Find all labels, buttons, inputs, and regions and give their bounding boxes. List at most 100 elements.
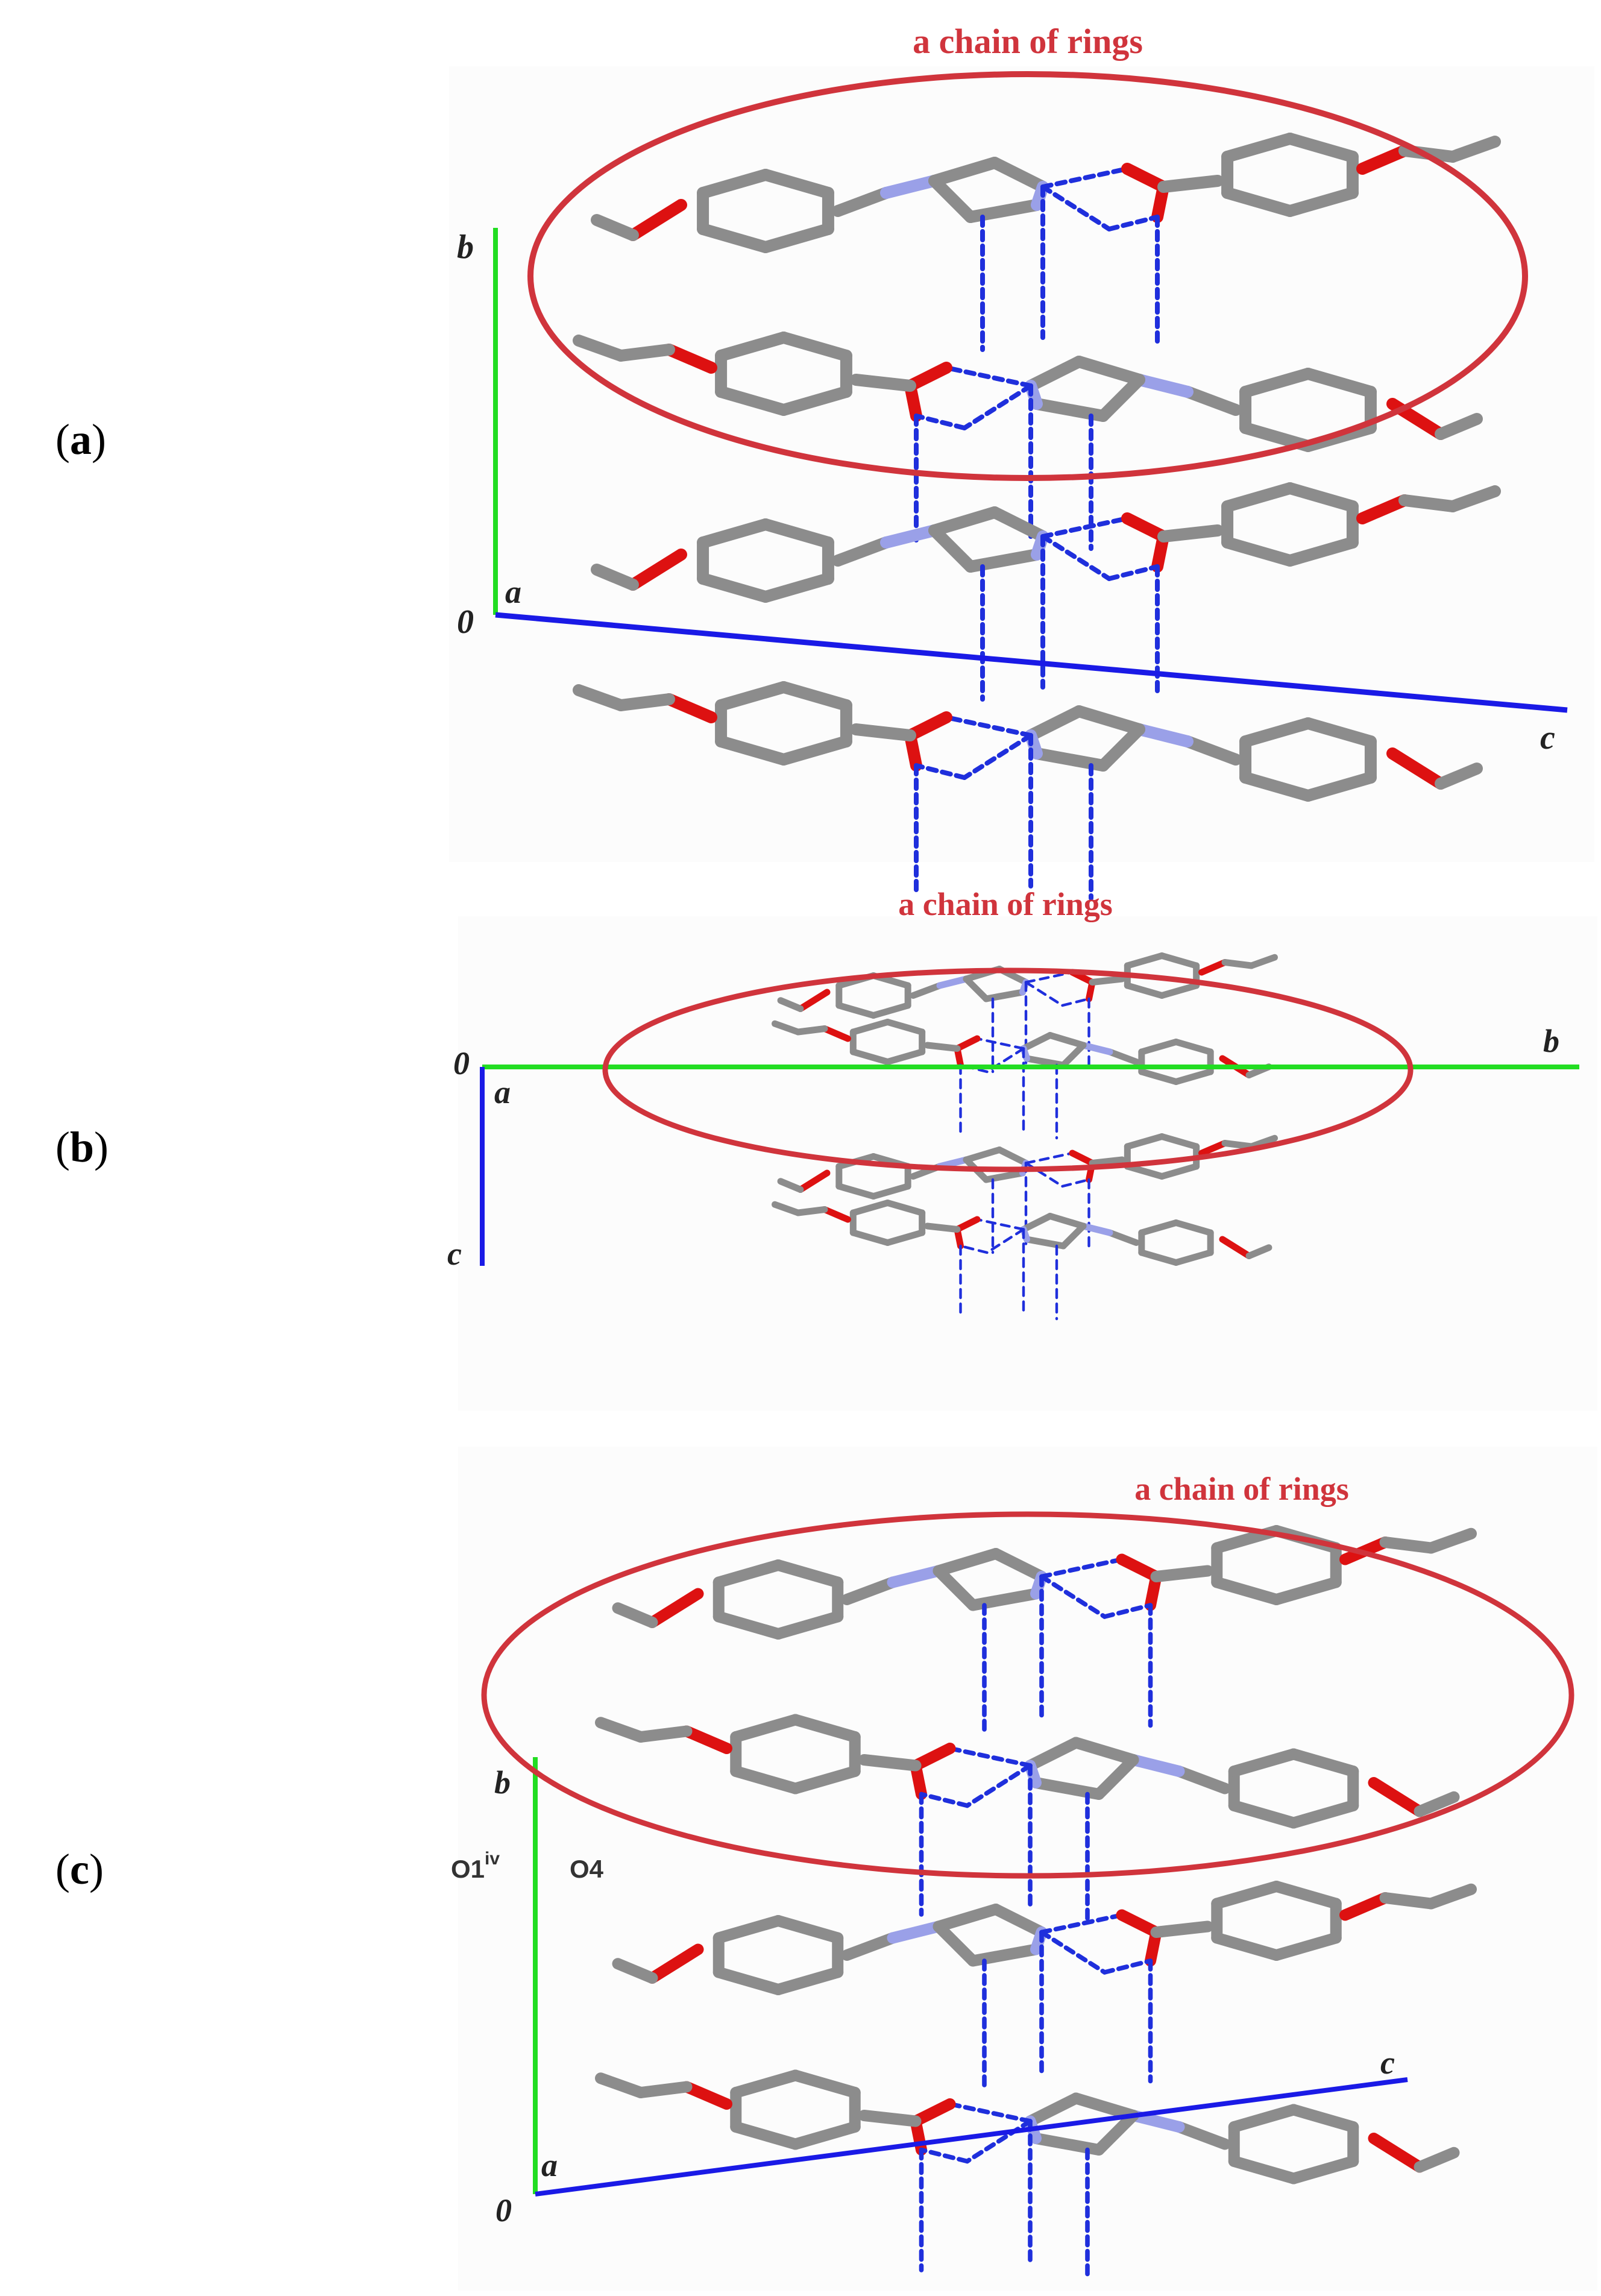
ethyl-bond bbox=[1379, 1536, 1437, 1554]
ether-bond bbox=[663, 693, 717, 723]
phenyl-ring-bond bbox=[715, 386, 790, 416]
ether-bond bbox=[663, 344, 717, 374]
cage-bond bbox=[1070, 2092, 1139, 2121]
cage-bond bbox=[1020, 1032, 1054, 1052]
aryl-bond bbox=[924, 1222, 961, 1233]
hydrogen-bond bbox=[1040, 166, 1130, 189]
cage-bond bbox=[989, 506, 1049, 543]
aryl-bond bbox=[1150, 1920, 1213, 1938]
cage-bond bbox=[933, 1904, 1002, 1933]
phenyl-ring-bond bbox=[849, 1229, 891, 1246]
phenyl-ring-bond bbox=[790, 1714, 861, 1743]
phenyl-ring-bond bbox=[730, 1714, 801, 1743]
ethyl-bond bbox=[1248, 954, 1278, 969]
cage-bond bbox=[933, 1920, 979, 1967]
panel-b-chain-label: a chain of rings bbox=[898, 886, 1113, 922]
ethyl-bond bbox=[612, 1602, 658, 1628]
phenyl-ring-bond bbox=[715, 735, 790, 766]
hydrogen-bond bbox=[1024, 1151, 1074, 1165]
carboxylate-bond bbox=[904, 362, 952, 392]
phenyl-ring-bond bbox=[1172, 1249, 1214, 1266]
panel-a-chain-label: a chain of rings bbox=[913, 22, 1143, 61]
panel-b: a chain of rings 0 a b c bbox=[447, 886, 1597, 1411]
panel-a-axis-a-label: a bbox=[505, 574, 521, 610]
hydrogen-bond bbox=[919, 2147, 970, 2164]
ethyl-bond bbox=[1435, 763, 1483, 790]
aryl-bond bbox=[1150, 1565, 1213, 1582]
phenyl-ring-bond bbox=[1228, 2104, 1300, 2133]
hydrogen-bond bbox=[914, 414, 967, 430]
phenyl-ring-bond bbox=[790, 1766, 861, 1794]
panel-c-axis-b-label: b bbox=[494, 1764, 511, 1801]
phenyl-ring-bond bbox=[730, 2121, 801, 2150]
phenyl-ring-bond bbox=[1124, 952, 1165, 969]
phenyl-ring-bond bbox=[1159, 982, 1200, 999]
phenyl-ring-bond bbox=[715, 332, 790, 362]
phenyl-ring-bond bbox=[1284, 536, 1359, 567]
ether-bond bbox=[1386, 747, 1447, 790]
hydrogen-bond bbox=[1039, 1930, 1107, 1975]
panel-a: a chain of rings b a 0 c bbox=[449, 22, 1594, 901]
ether-bond bbox=[821, 1025, 851, 1042]
phenyl-ring-bond bbox=[1271, 1576, 1342, 1605]
phenyl-ring-bond bbox=[870, 1183, 911, 1200]
phenyl-ring-bond bbox=[1138, 1068, 1180, 1085]
hydrogen-bond bbox=[1107, 564, 1160, 581]
carboxylate-bond bbox=[904, 711, 952, 741]
ethyl-bond bbox=[615, 344, 675, 362]
aryl-n-bond bbox=[841, 1932, 899, 1961]
ethyl-bond bbox=[1447, 136, 1501, 163]
amine-bond bbox=[1080, 1042, 1113, 1055]
amine-bond bbox=[1133, 723, 1194, 747]
ether-bond bbox=[681, 1725, 732, 1754]
phenyl-ring-bond bbox=[1221, 133, 1296, 163]
hydrogen-bond bbox=[1039, 1574, 1107, 1619]
phenyl-ring-bond bbox=[1239, 368, 1314, 398]
hydrogen-bond bbox=[1102, 1958, 1153, 1975]
ethyl-bond bbox=[591, 214, 639, 241]
panel-label-c: (c) bbox=[55, 1845, 104, 1893]
hydrogen-bond bbox=[964, 1763, 1033, 1808]
phenyl-ring-bond bbox=[884, 1048, 926, 1065]
panel-b-chain-ellipse bbox=[602, 967, 1414, 1172]
hydrogen-bond bbox=[1040, 516, 1130, 539]
cage-bond bbox=[1024, 2092, 1082, 2127]
phenyl-ring-bond bbox=[884, 1019, 926, 1036]
panel-c: a chain of rings b a 0 c O1iv O4 bbox=[451, 1447, 1597, 2291]
phenyl-ring-bond bbox=[772, 1966, 844, 1995]
amine-bond bbox=[887, 1565, 945, 1588]
phenyl-ring-bond bbox=[1124, 1163, 1165, 1180]
ether-bond bbox=[797, 1169, 831, 1193]
ether-bond bbox=[1198, 959, 1228, 976]
phenyl-ring-bond bbox=[1159, 952, 1200, 969]
hydrogen-bond bbox=[1107, 215, 1160, 231]
phenyl-ring-bond bbox=[1271, 1932, 1342, 1961]
panel-label-a: (a) bbox=[55, 415, 106, 464]
amine-bond bbox=[1127, 2110, 1185, 2133]
ethyl-bond bbox=[1221, 959, 1255, 969]
ether-bond bbox=[627, 199, 687, 241]
phenyl-ring-bond bbox=[1172, 1068, 1214, 1085]
phenyl-ring-bond bbox=[790, 2121, 861, 2150]
phenyl-ring-bond bbox=[884, 1229, 926, 1246]
aryl-n-bond bbox=[1173, 2121, 1231, 2150]
phenyl-ring-bond bbox=[760, 518, 834, 549]
cage-bond bbox=[1073, 705, 1145, 735]
hydrogen-bond bbox=[1039, 1557, 1124, 1579]
phenyl-ring-bond bbox=[1288, 2156, 1359, 2184]
phenyl-ring-bond bbox=[835, 1183, 877, 1200]
phenyl-ring-bond bbox=[712, 1915, 784, 1944]
phenyl-ring-bond bbox=[1124, 982, 1165, 999]
phenyl-ring-bond bbox=[1228, 1800, 1300, 1829]
ether-bond bbox=[1219, 1236, 1253, 1259]
hydrogen-bond bbox=[1102, 1603, 1153, 1619]
phenyl-ring-bond bbox=[730, 2069, 801, 2098]
phenyl-ring-bond bbox=[715, 681, 790, 711]
carboxylate-bond bbox=[910, 1743, 956, 1772]
phenyl-ring-bond bbox=[1211, 1576, 1282, 1605]
phenyl-ring-bond bbox=[1221, 536, 1296, 567]
cage-bond bbox=[928, 157, 1001, 187]
hydrogen-bond bbox=[1040, 184, 1112, 231]
phenyl-ring-bond bbox=[760, 169, 834, 199]
panel-c-chain-ellipse bbox=[481, 1511, 1574, 1879]
